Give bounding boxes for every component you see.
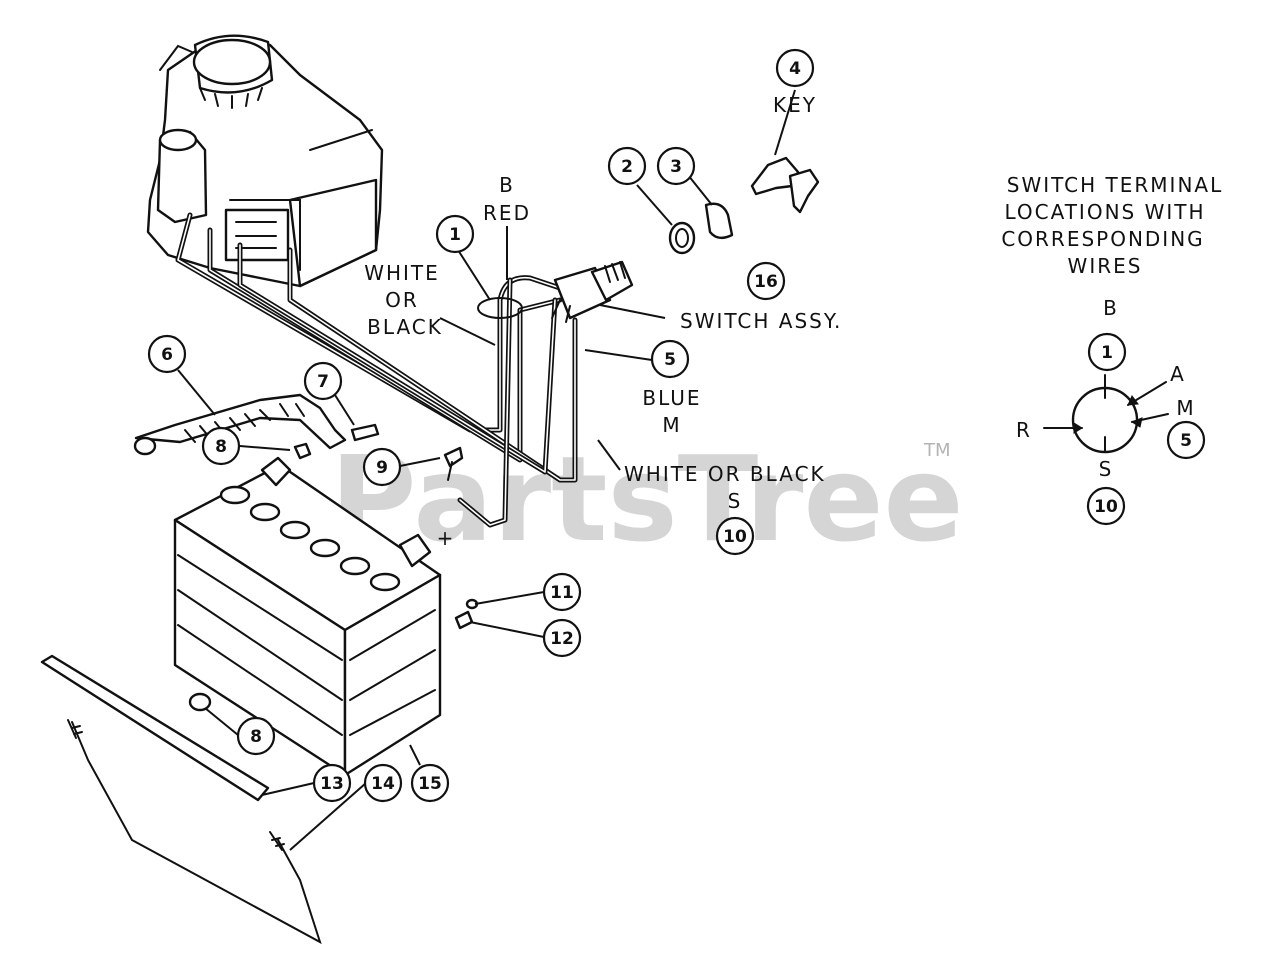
hold-down-bracket [40, 654, 270, 802]
callout-6: 6 [147, 334, 187, 374]
callout-12: 12 [542, 618, 582, 658]
callout-8: 8 [201, 426, 241, 466]
callout-4: 4 [775, 48, 815, 88]
callouts: 1 2 3 4 5 6 7 8 9 10 11 12 13 14 15 16 8 [147, 48, 815, 803]
callout-10: 10 [715, 516, 755, 556]
callout-11: 11 [542, 572, 582, 612]
label-black: BLACK [367, 315, 443, 339]
hold-down-rod [67, 719, 322, 945]
callout-16: 16 [746, 261, 786, 301]
terminal-r-label: R [1016, 418, 1032, 442]
terminal-s-callout: 10 [1094, 497, 1118, 517]
engine-illustration [146, 34, 384, 288]
callout-8-lower: 8 [236, 716, 276, 756]
svg-text:15: 15 [418, 774, 442, 794]
terminal-s-label: S [1099, 457, 1114, 481]
leader-lines [177, 89, 796, 851]
svg-text:7: 7 [317, 372, 329, 392]
label-switch-assy: SWITCH ASSY. [680, 309, 842, 333]
callout-3: 3 [656, 146, 696, 186]
label-white-or-black-lower: WHITE OR BLACK [624, 462, 826, 486]
svg-text:13: 13 [320, 774, 344, 794]
wire-harness [175, 212, 578, 528]
watermark-tm: TM [923, 440, 951, 461]
svg-text:8: 8 [250, 727, 262, 747]
label-s: S [728, 489, 743, 513]
label-m: M [662, 413, 681, 437]
svg-text:14: 14 [371, 774, 395, 794]
watermark-text: PartsTree [330, 430, 964, 568]
label-red: RED [483, 201, 531, 225]
svg-text:12: 12 [550, 629, 574, 649]
svg-text:10: 10 [723, 527, 747, 547]
terminal-m-label: M [1176, 396, 1195, 420]
terminal-title-2: LOCATIONS WITH [1004, 200, 1205, 224]
callout-7: 7 [303, 361, 343, 401]
nut-lower [188, 692, 212, 712]
callout-2: 2 [607, 146, 647, 186]
switch-parts [668, 156, 820, 255]
terminal-b-callout: 1 [1101, 343, 1113, 363]
svg-text:6: 6 [161, 345, 173, 365]
label-plus: + [437, 526, 456, 550]
label-key: KEY [773, 93, 817, 117]
callout-15: 15 [410, 763, 450, 803]
svg-text:16: 16 [754, 272, 778, 292]
svg-text:4: 4 [789, 59, 801, 79]
terminal-title-1: SWITCH TERMINAL [1007, 173, 1223, 197]
label-white: WHITE [364, 261, 440, 285]
svg-text:1: 1 [449, 225, 461, 245]
terminal-title-3: CORRESPONDING [1001, 227, 1204, 251]
terminal-labels: SWITCH TERMINAL LOCATIONS WITH CORRESPON… [1001, 173, 1223, 526]
watermark: PartsTree TM [330, 430, 964, 568]
terminal-m-callout: 5 [1180, 431, 1192, 451]
svg-text:2: 2 [621, 157, 633, 177]
battery-cable [133, 393, 347, 456]
callout-5: 5 [650, 339, 690, 379]
svg-text:3: 3 [670, 157, 682, 177]
svg-text:9: 9 [376, 458, 388, 478]
terminal-a-label: A [1170, 362, 1186, 386]
svg-text:5: 5 [664, 350, 676, 370]
svg-text:8: 8 [215, 437, 227, 457]
label-b: B [499, 173, 515, 197]
callout-14: 14 [363, 763, 403, 803]
callout-13: 13 [312, 763, 352, 803]
label-blue: BLUE [642, 386, 701, 410]
small-hardware [293, 423, 464, 481]
terminal-diagram [1043, 374, 1169, 454]
wire-labels: KEY B RED WHITE OR BLACK SWITCH ASSY. BL… [364, 93, 842, 550]
callout-1: 1 [435, 214, 475, 254]
callout-9: 9 [362, 447, 402, 487]
label-or: OR [385, 288, 419, 312]
switch-assembly [551, 260, 634, 323]
terminal-b-label: B [1103, 296, 1119, 320]
terminal-title-4: WIRES [1068, 254, 1143, 278]
battery [173, 456, 442, 777]
svg-text:11: 11 [550, 583, 574, 603]
battery-caps [219, 485, 401, 592]
